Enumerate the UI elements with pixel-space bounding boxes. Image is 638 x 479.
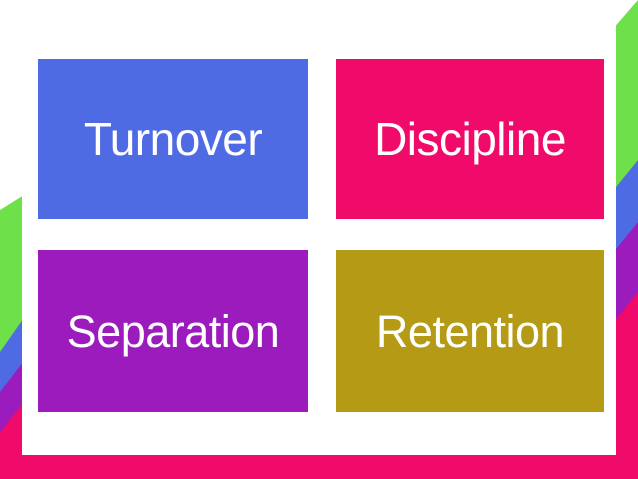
tile-retention-label: Retention: [375, 305, 565, 357]
tile-separation-label: Separation: [66, 305, 280, 357]
tile-discipline[interactable]: Discipline: [336, 59, 604, 219]
tile-turnover[interactable]: Turnover: [38, 59, 308, 219]
tile-discipline-label: Discipline: [374, 113, 566, 165]
concept-grid: Turnover Discipline Separation Retention: [38, 59, 604, 412]
tile-turnover-label: Turnover: [83, 113, 263, 165]
bottom-crimson-band: [0, 455, 638, 479]
tile-retention[interactable]: Retention: [336, 250, 604, 412]
tile-separation[interactable]: Separation: [38, 250, 308, 412]
